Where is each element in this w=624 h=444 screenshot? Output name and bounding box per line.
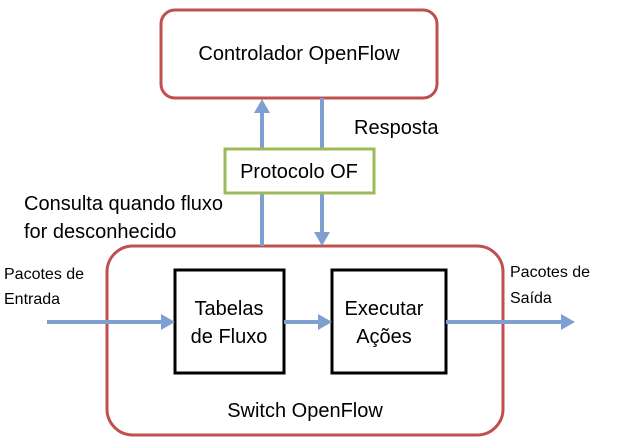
- output-packets-label-line1: Pacotes de: [510, 264, 590, 281]
- query-label-line2: for desconhecido: [24, 221, 176, 243]
- input-packets-arrow: [47, 314, 175, 330]
- diagram-labels: Controlador OpenFlow Protocolo OF Respos…: [4, 43, 590, 422]
- flow-tables-box: [173, 268, 286, 375]
- actions-label-line1: Executar: [345, 298, 424, 320]
- response-label: Resposta: [354, 117, 439, 139]
- controller-box: [159, 8, 439, 100]
- output-packets-label-line2: Saída: [510, 290, 552, 307]
- protocol-box: [223, 147, 376, 195]
- controller-label: Controlador OpenFlow: [198, 43, 400, 65]
- query-label-line1: Consulta quando fluxo: [24, 193, 223, 215]
- flow-tables-label-line1: Tabelas: [195, 298, 264, 320]
- flow-tables-label-line2: de Fluxo: [191, 326, 268, 348]
- input-packets-label-line1: Pacotes de: [4, 266, 84, 283]
- input-packets-label-line2: Entrada: [4, 291, 60, 308]
- actions-box: [330, 268, 448, 375]
- tables-to-actions-arrow: [284, 314, 332, 330]
- output-packets-arrow: [446, 314, 575, 330]
- protocol-label: Protocolo OF: [240, 161, 358, 183]
- switch-label: Switch OpenFlow: [227, 400, 383, 422]
- diagram-shapes: [105, 8, 505, 437]
- diagram-arrows: [47, 98, 575, 330]
- actions-label-line2: Ações: [356, 326, 412, 348]
